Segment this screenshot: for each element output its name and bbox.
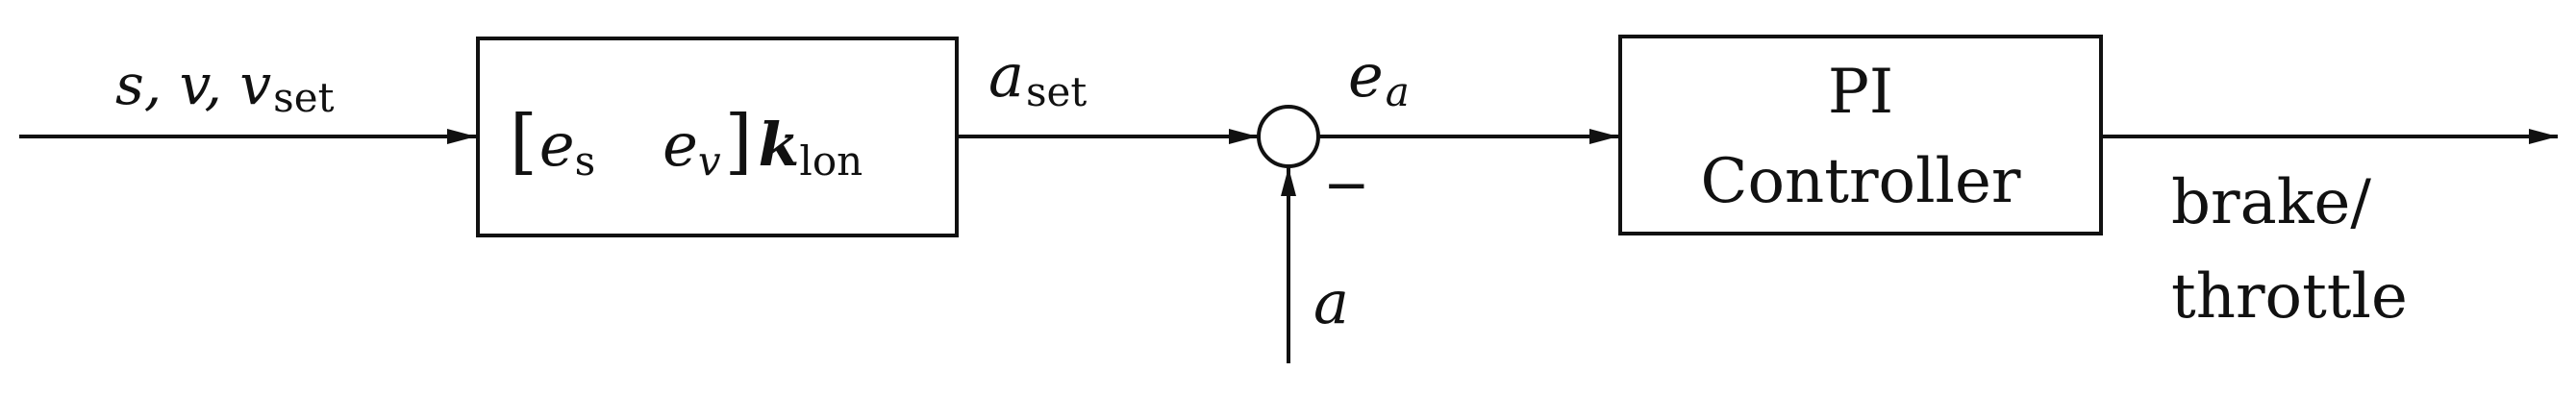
input-signals-label: s, v, vset	[115, 52, 335, 121]
error-label: ea	[1348, 40, 1410, 115]
controller-line2: Controller	[1701, 146, 2021, 217]
controller-line1: PI	[1828, 57, 1893, 128]
output-line2: throttle	[2171, 261, 2408, 333]
feedback-label: a	[1313, 267, 1349, 337]
summing-junction	[1257, 105, 1320, 168]
output-line1: brake/	[2171, 167, 2371, 238]
a-set-label: aset	[988, 40, 1087, 115]
minus-sign: −	[1323, 152, 1370, 217]
